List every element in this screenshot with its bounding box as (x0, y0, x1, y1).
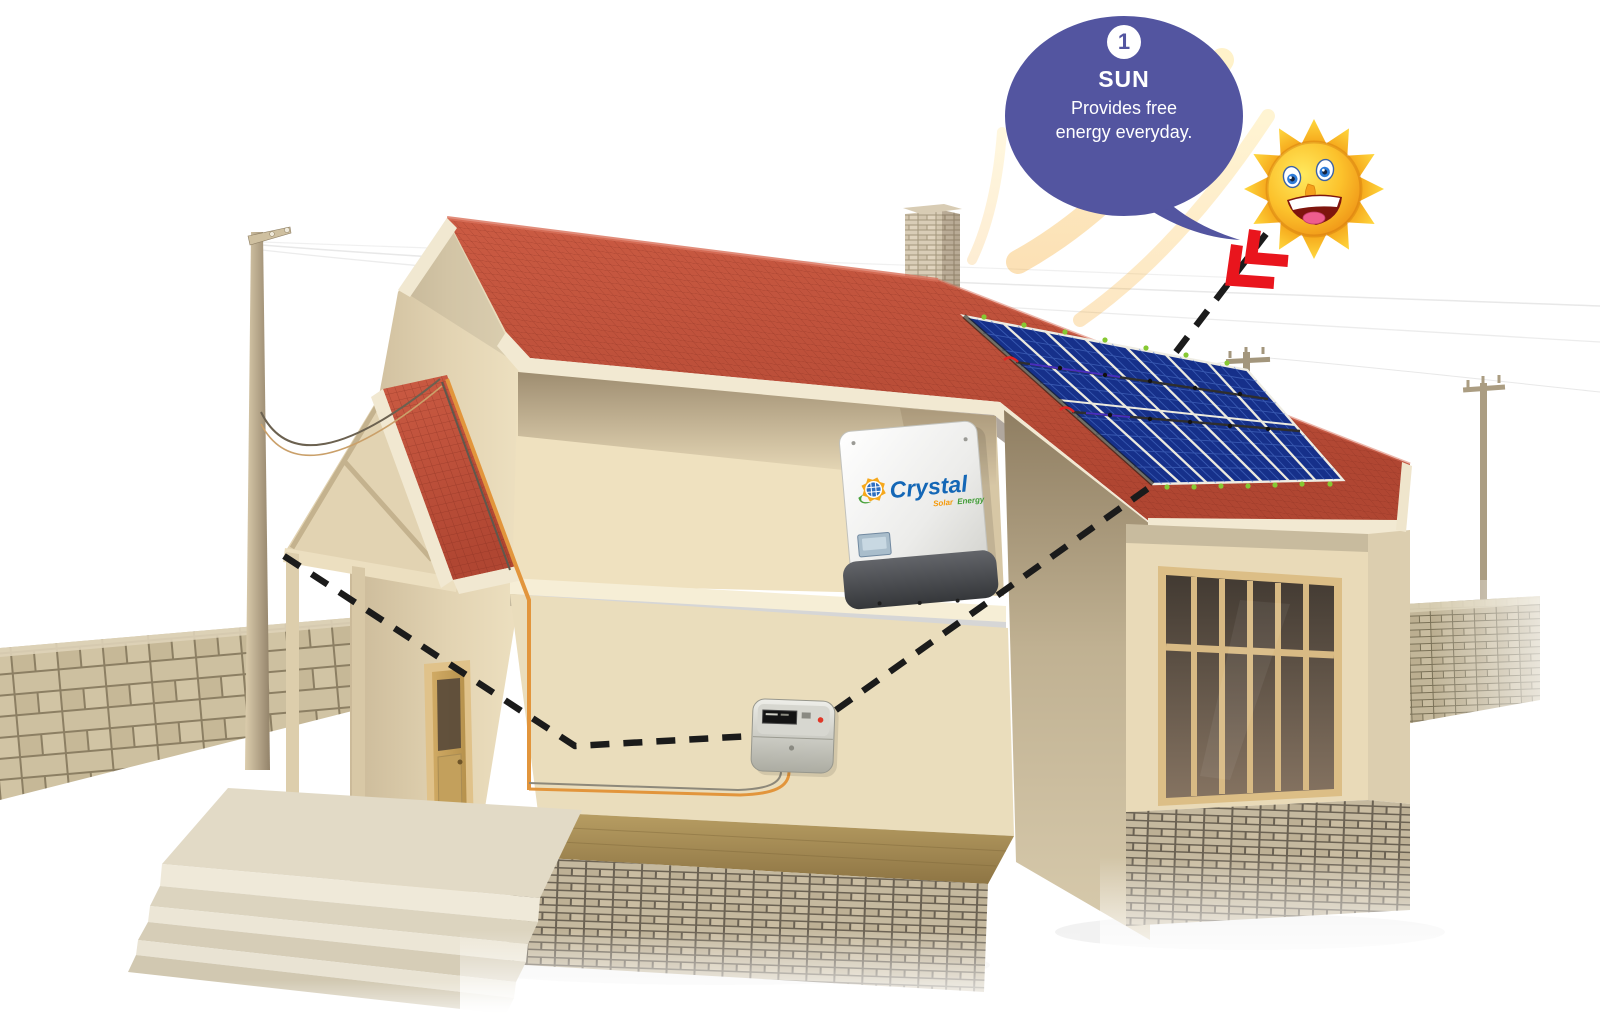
brick-wall-right (1372, 580, 1600, 745)
solar-panel-clips (981, 314, 1333, 490)
porch-post-left (286, 552, 299, 858)
porch-beam (283, 548, 458, 592)
porch-post-right (352, 566, 365, 870)
double-chevron-down-left-icon (1225, 229, 1289, 289)
energy-meter (750, 698, 839, 778)
wall-ledge (510, 578, 1006, 622)
step-number-badge: 1 (1107, 25, 1141, 59)
solar-panel-frames (1003, 323, 1317, 484)
cutaway-house: Crystal Solar Energy (90, 204, 1460, 1014)
recessed-wall (1004, 410, 1150, 940)
inverter-base (843, 550, 999, 610)
gable-bargeboard (398, 218, 457, 297)
sun-teeth (1289, 196, 1340, 210)
callout-title: SUN (1098, 66, 1150, 92)
porch-conduit (445, 378, 531, 790)
sun-tongue (1302, 211, 1326, 225)
roof-cut-fascia (497, 332, 1148, 530)
gable-roof-shadow (408, 224, 524, 368)
meter-wires (528, 769, 791, 797)
porch-eave-fascia (453, 566, 523, 594)
callout-description: Provides free energy everyday. (1055, 98, 1193, 142)
porch (283, 375, 531, 870)
porch-roof-tiles (383, 375, 517, 580)
bay-roof-edge-board (1396, 462, 1412, 532)
window-bay (1126, 462, 1412, 926)
svg-text:Solar Energy: Solar Energy (933, 495, 986, 508)
smiling-sun-icon (1244, 119, 1384, 259)
bay-side-wall (1368, 530, 1410, 804)
window-reflection (1200, 600, 1290, 780)
crystal-logo-sun-leaf-icon (858, 477, 886, 504)
speech-bubble (1005, 16, 1243, 240)
meter-indicator-led (817, 717, 824, 723)
bay-wall-top-shadow (1126, 524, 1368, 552)
meter-screw (788, 745, 795, 751)
brick-wall-left (0, 616, 372, 800)
inverter-tagline-energy: Energy (957, 495, 985, 506)
wood-floor (512, 812, 1014, 884)
solar-inverter: Crystal Solar Energy (839, 420, 999, 610)
flow-line-pole-to-meter (282, 553, 753, 750)
bay-window (1158, 566, 1342, 806)
steps-fade (90, 980, 650, 1014)
door-knob (457, 759, 463, 765)
meter-display (761, 709, 798, 725)
sun-right-eye (1315, 158, 1335, 182)
utility-pole-left (245, 226, 292, 770)
porch-bargeboard (371, 389, 453, 588)
flow-line-sun-to-panels (1173, 232, 1269, 354)
rooftop-solar-array (959, 314, 1346, 490)
porch-truss (285, 390, 455, 580)
array-edge-shadow (962, 314, 1155, 486)
service-drop-wires (260, 378, 443, 457)
solar-panel-wiring (1003, 356, 1301, 433)
sun-mouth (1287, 194, 1342, 225)
utility-pole-right (1462, 375, 1506, 605)
sun-left-eye (1282, 165, 1302, 189)
energy-flow-dashed-lines (282, 232, 1269, 750)
window-muntins (1165, 577, 1335, 796)
wood-floor-planks (523, 825, 1007, 867)
inverter-tagline-solar: Solar (933, 498, 955, 509)
bay-bottom-fade (1100, 856, 1460, 976)
